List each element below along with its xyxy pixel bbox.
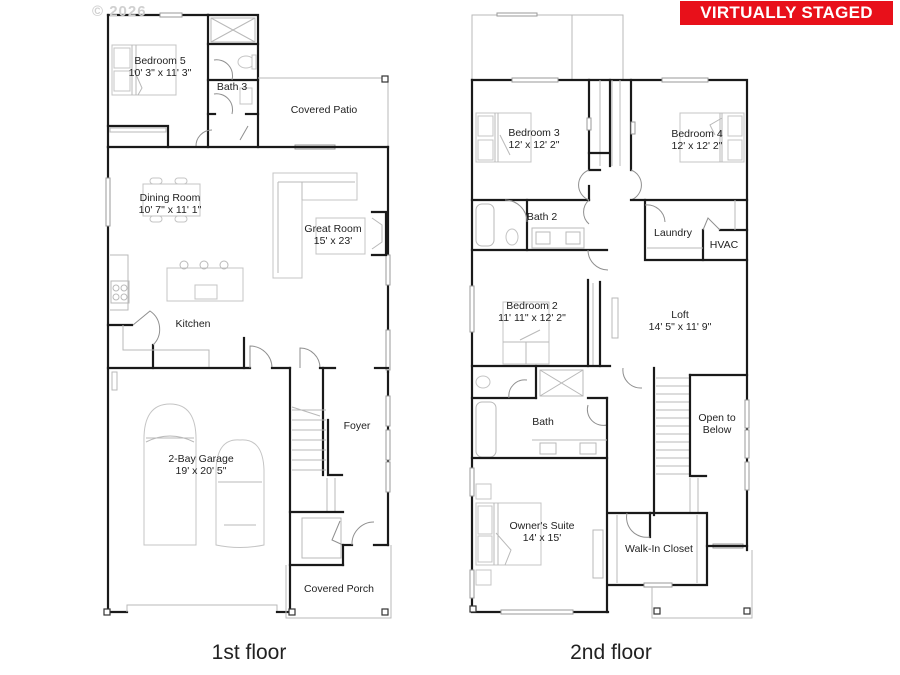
room-name: Foyer [343, 420, 371, 432]
room-name: Open to [698, 412, 736, 424]
first-floor-plan [103, 12, 392, 619]
room-name: Laundry [654, 227, 692, 239]
room-label-bedroom-2: Bedroom 2 11' 11" x 12' 2" [498, 300, 566, 324]
room-label-owners-suite: Owner's Suite 14' x 15' [509, 520, 574, 544]
room-label-bedroom-4: Bedroom 4 12' x 12' 2" [671, 128, 722, 152]
room-name: Bedroom 3 [508, 127, 560, 139]
room-name: Kitchen [175, 318, 211, 330]
room-label-great-room: Great Room 15' x 23' [304, 223, 361, 247]
room-label-laundry: Laundry [654, 227, 692, 239]
room-name: Bath 3 [216, 81, 248, 93]
room-label-dining-room: Dining Room 10' 7" x 11' 1" [139, 192, 202, 216]
room-dims: Below [702, 424, 732, 436]
room-label-bath: Bath [532, 416, 554, 428]
room-label-covered-patio: Covered Patio [291, 104, 358, 116]
floor-caption-2nd: 2nd floor [570, 641, 652, 664]
room-dims: 12' x 12' 2" [671, 140, 723, 152]
room-label-bath-2: Bath 2 [527, 211, 557, 223]
room-dims: 14' x 15' [522, 532, 562, 544]
room-label-covered-porch: Covered Porch [304, 583, 374, 595]
room-label-bedroom-3: Bedroom 3 12' x 12' 2" [508, 127, 559, 151]
room-dims: 15' x 23' [313, 235, 353, 247]
room-name: Bedroom 5 [134, 55, 186, 67]
room-label-kitchen: Kitchen [175, 318, 210, 330]
room-label-open-to-below: Open to Below [698, 412, 735, 436]
virtually-staged-badge: VIRTUALLY STAGED [680, 1, 893, 25]
room-name: Bedroom 2 [506, 300, 558, 312]
room-label-hvac: HVAC [710, 239, 738, 251]
room-name: HVAC [709, 239, 739, 251]
copyright-watermark: © 2026 [92, 3, 147, 20]
room-name: Owner's Suite [509, 520, 575, 532]
room-name: Bedroom 4 [671, 128, 723, 140]
room-dims: 11' 11" x 12' 2" [498, 312, 566, 324]
room-dims: 12' x 12' 2" [508, 139, 560, 151]
second-floor-plan [469, 12, 753, 619]
room-name: Covered Porch [303, 583, 375, 595]
room-name: Bath [532, 416, 554, 428]
room-label-walk-in-closet: Walk-In Closet [625, 543, 693, 555]
room-name: Covered Patio [290, 104, 358, 116]
room-dims: 19' x 20' 5" [175, 465, 227, 477]
room-dims: 10' 7" x 11' 1" [138, 204, 202, 216]
room-dims: 14' 5" x 11' 9" [648, 321, 712, 333]
room-label-bedroom-5: Bedroom 5 10' 3" x 11' 3" [129, 55, 192, 79]
room-name: Bath 2 [526, 211, 558, 223]
floor-caption-1st: 1st floor [211, 641, 287, 664]
room-label-foyer: Foyer [344, 420, 371, 432]
room-name: Dining Room [139, 192, 201, 204]
room-label-loft: Loft 14' 5" x 11' 9" [649, 309, 712, 333]
room-name: 2-Bay Garage [168, 453, 234, 465]
room-name: Walk-In Closet [625, 543, 693, 555]
room-label-bath-3: Bath 3 [217, 81, 247, 93]
room-name: Loft [671, 309, 689, 321]
room-dims: 10' 3" x 11' 3" [128, 67, 192, 79]
room-label-garage: 2-Bay Garage 19' x 20' 5" [168, 453, 233, 477]
room-name: Great Room [304, 223, 362, 235]
